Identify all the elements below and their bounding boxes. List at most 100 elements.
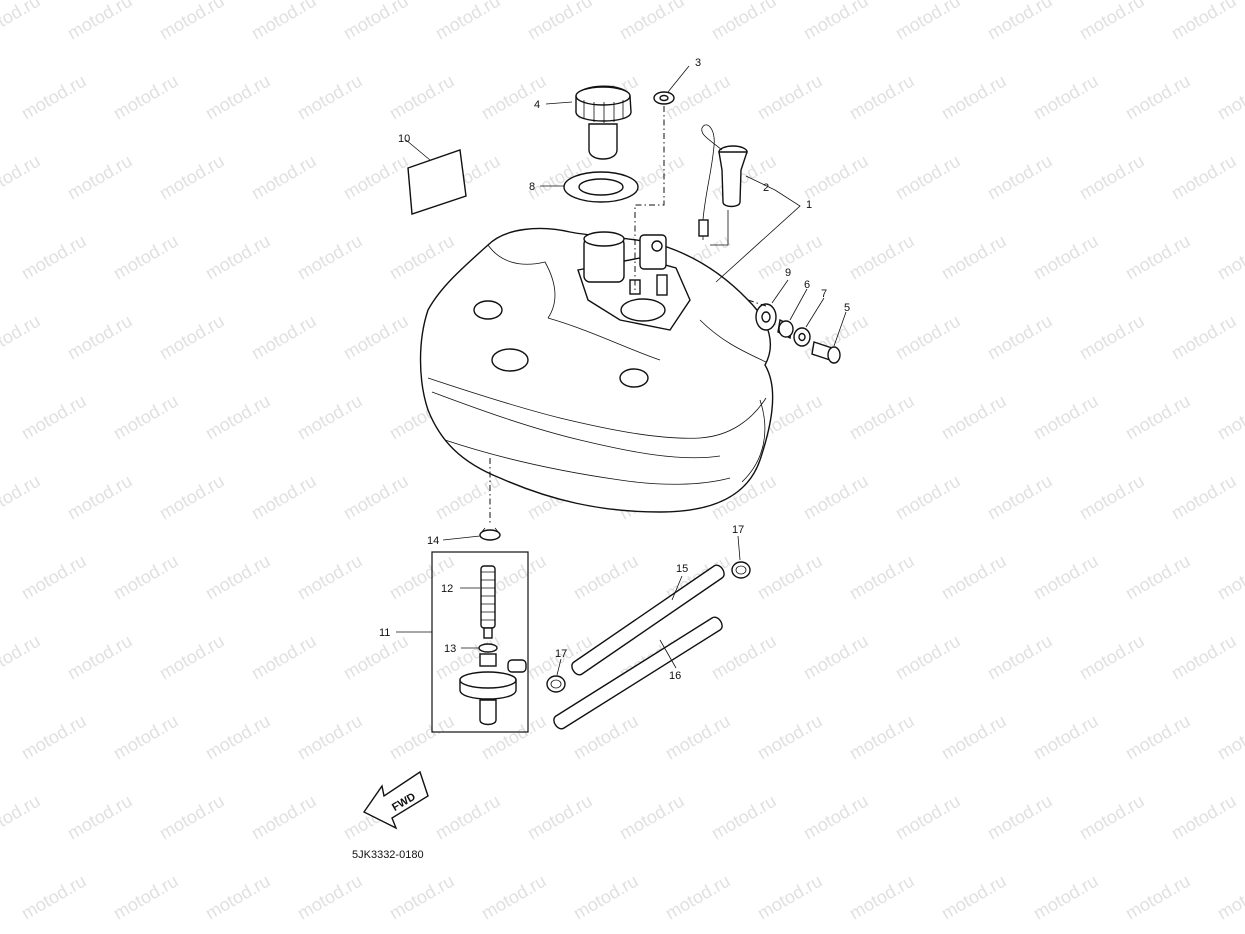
callout-7: 7 [821,288,827,300]
watermark-text: motod.ru [984,151,1056,204]
watermark-text: motod.ru [754,71,826,124]
callouts: 1 2 3 4 5 6 7 8 9 10 11 12 13 14 15 16 1… [379,57,850,682]
watermark-text: motod.ru [110,551,182,604]
watermark-text: motod.ru [202,871,274,924]
watermark-text: motod.ru [938,551,1010,604]
watermark-text: motod.ru [64,0,136,43]
watermark-text: motod.ru [1168,471,1240,524]
watermark-text: motod.ru [1214,391,1245,444]
watermark-text: motod.ru [662,711,734,764]
rubber-pad [407,149,467,215]
watermark-text: motod.ru [18,71,90,124]
watermark-text: motod.ru [0,311,44,364]
watermark-text: motod.ru [0,471,44,524]
watermark-text: motod.ru [846,391,918,444]
watermark-text: motod.ru [1122,71,1194,124]
watermark-text: motod.ru [800,631,872,684]
watermark-text: motod.ru [110,391,182,444]
watermark-text: motod.ru [1168,631,1240,684]
watermark-text: motod.ru [1030,871,1102,924]
watermark-text: motod.ru [340,0,412,43]
watermark-text: motod.ru [938,871,1010,924]
watermark-text: motod.ru [18,711,90,764]
callout-6: 6 [804,279,810,291]
watermark-text: motod.ru [478,71,550,124]
diagram-code: 5JK3332-0180 [352,849,424,861]
watermark-text: motod.ru [110,71,182,124]
watermark-text: motod.ru [340,471,412,524]
watermark-text: motod.ru [432,791,504,844]
watermark-text: motod.ru [800,0,872,43]
watermark-text: motod.ru [64,791,136,844]
callout-11: 11 [379,627,390,639]
watermark-text: motod.ru [1030,391,1102,444]
callout-14: 14 [427,535,439,547]
watermark-text: motod.ru [110,711,182,764]
watermark-text: motod.ru [938,391,1010,444]
hose-clip-17-upper [731,561,751,579]
watermark-text: motod.ru [64,311,136,364]
watermark-text: motod.ru [294,711,366,764]
watermark-text: motod.ru [524,0,596,43]
watermark-text: motod.ru [892,791,964,844]
watermark-text: motod.ru [64,151,136,204]
watermark-text: motod.ru [18,231,90,284]
watermark-text: motod.ru [754,711,826,764]
watermark-text: motod.ru [248,151,320,204]
watermark-text: motod.ru [1122,391,1194,444]
watermark-text: motod.ru [754,871,826,924]
watermark-text: motod.ru [202,391,274,444]
watermark-text: motod.ru [18,391,90,444]
clip-14 [479,527,501,541]
damper-9 [755,303,777,331]
watermark-text: motod.ru [156,151,228,204]
watermark-text: motod.ru [1214,71,1245,124]
watermark-text: motod.ru [1030,71,1102,124]
watermark-text: motod.ru [524,791,596,844]
watermark-text: motod.ru [616,791,688,844]
callout-17-lower: 17 [555,648,567,660]
watermark-text: motod.ru [0,0,44,43]
watermark-text: motod.ru [984,791,1056,844]
watermark-text: motod.ru [248,471,320,524]
watermark-text: motod.ru [110,871,182,924]
hose-16 [553,616,723,730]
watermark-text: motod.ru [1030,551,1102,604]
watermark-text: motod.ru [18,551,90,604]
bolt-5 [811,341,841,364]
watermark-text: motod.ru [386,871,458,924]
callout-10: 10 [398,133,410,145]
watermark-text: motod.ru [1168,151,1240,204]
callout-5: 5 [844,302,850,314]
watermark-text: motod.ru [294,871,366,924]
watermark-text: motod.ru [478,871,550,924]
watermark-text: motod.ru [846,711,918,764]
watermark-text: motod.ru [386,711,458,764]
forward-arrow: FWD [362,770,429,830]
watermark-text: motod.ru [0,791,44,844]
watermark-text: motod.ru [938,711,1010,764]
watermark-text: motod.ru [294,551,366,604]
callout-8: 8 [529,181,535,193]
callout-15: 15 [676,563,688,575]
watermark-text: motod.ru [156,631,228,684]
watermark-text: motod.ru [156,791,228,844]
callout-16: 16 [669,670,681,682]
o-ring-13 [478,643,498,653]
watermark-text: motod.ru [1122,711,1194,764]
watermark-text: motod.ru [110,231,182,284]
watermark-text: motod.ru [248,631,320,684]
watermark-text: motod.ru [570,711,642,764]
hose-clip-17-lower [546,675,566,693]
strainer-12 [480,565,496,639]
watermark-text: motod.ru [386,71,458,124]
watermark-text: motod.ru [570,551,642,604]
watermark-text: motod.ru [892,0,964,43]
watermark-text: motod.ru [64,631,136,684]
watermark-text: motod.ru [248,311,320,364]
watermark-text: motod.ru [202,231,274,284]
fuel-sender-unit [698,124,748,240]
watermark-text: motod.ru [938,71,1010,124]
watermark-text: motod.ru [846,871,918,924]
watermark-text: motod.ru [800,471,872,524]
